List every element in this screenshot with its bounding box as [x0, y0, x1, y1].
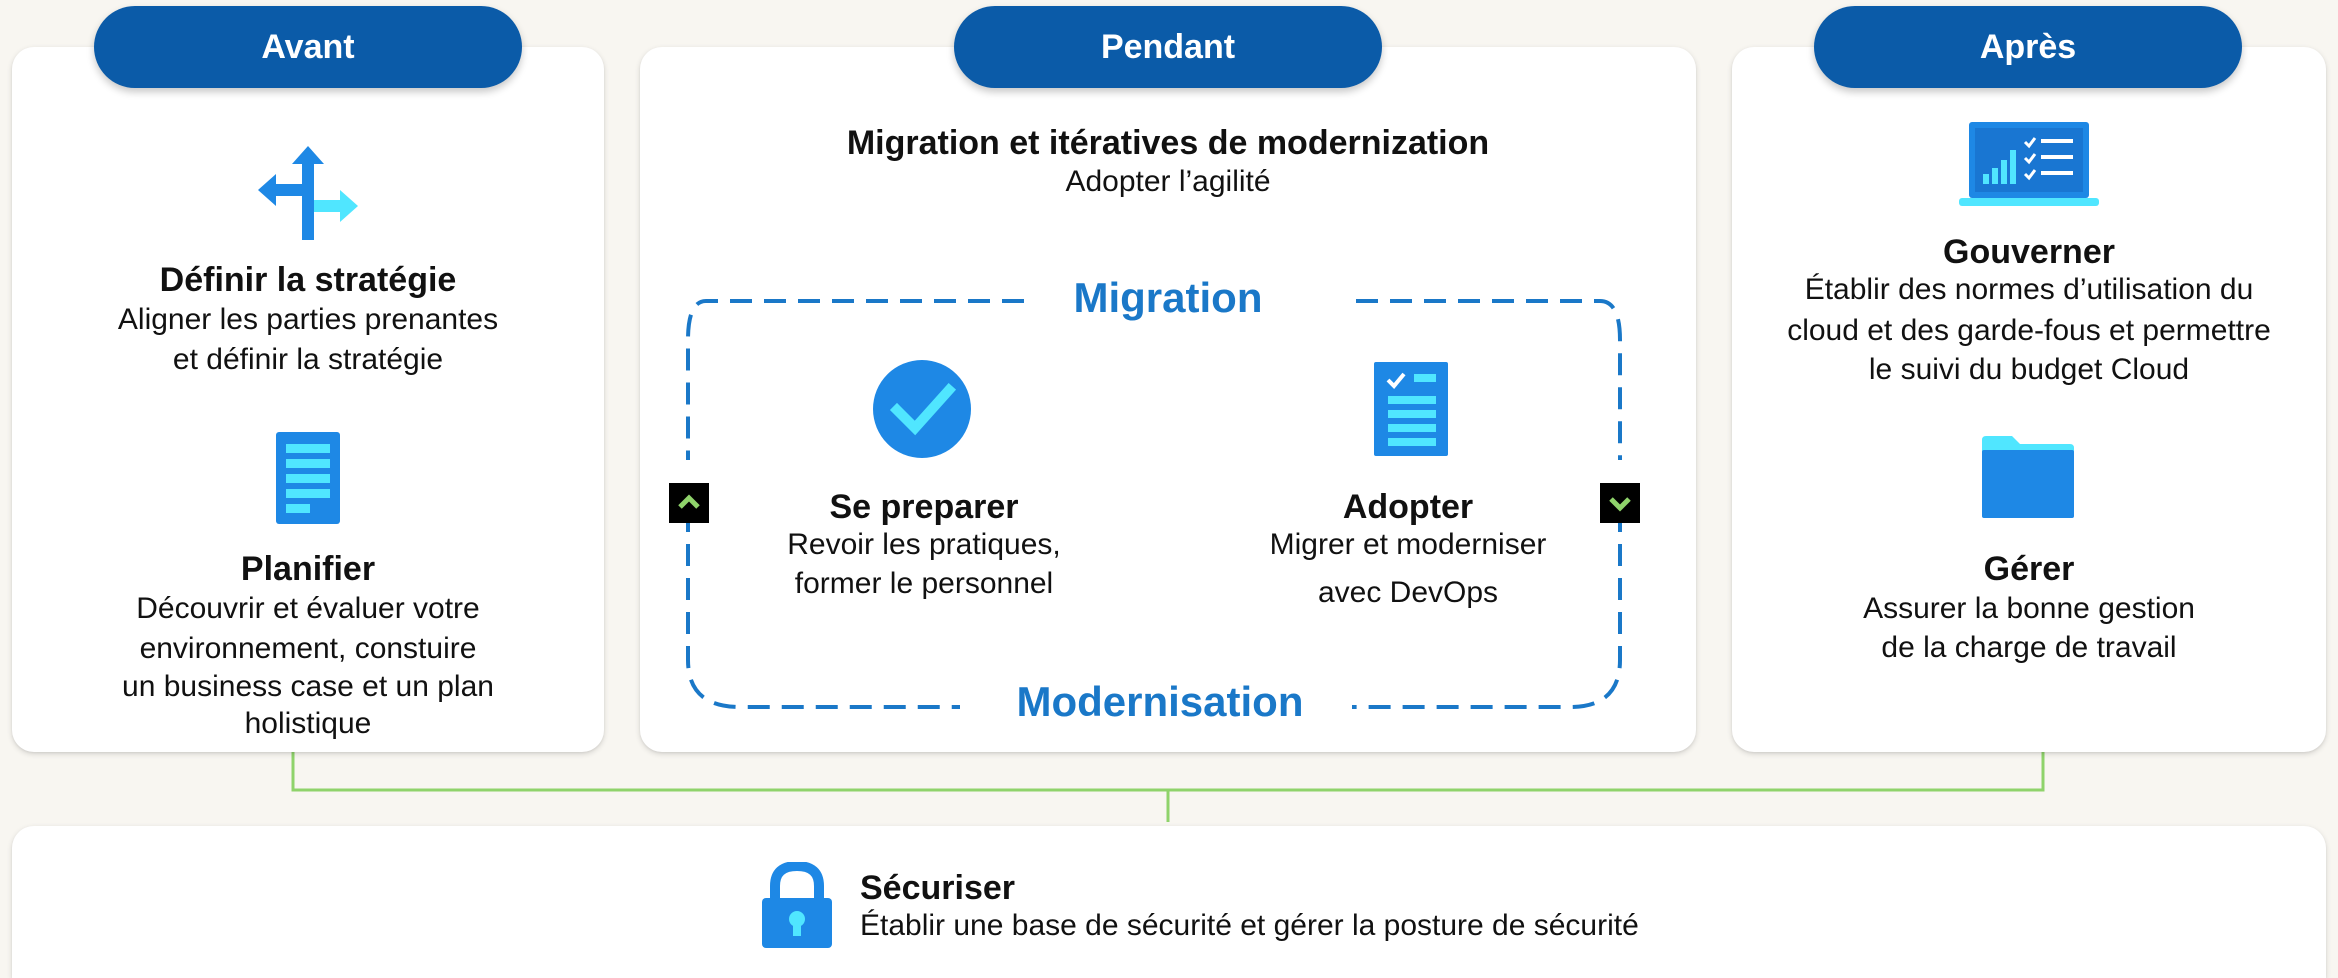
plan-desc-2: environnement, constuire [139, 632, 477, 665]
manage-desc-1: Assurer la bonne gestion [1863, 592, 2195, 625]
phase-avant: Avant [94, 6, 522, 88]
pendant-card [640, 47, 1696, 752]
govern-desc-3: le suivi du budget Cloud [1868, 353, 2190, 386]
plan-title: Planifier [240, 550, 376, 588]
secure-title: Sécuriser [860, 869, 1015, 907]
govern-desc-2: cloud et des garde-fous et permettre [1787, 314, 2271, 347]
folder-icon [1982, 436, 2074, 518]
split-arrows-icon [258, 146, 358, 240]
secure-card [12, 826, 2326, 978]
phase-apres: Après [1814, 6, 2242, 88]
secure-desc: Établir une base de sécurité et gérer la… [860, 909, 1639, 942]
plan-desc-1: Découvrir et évaluer votre [136, 592, 480, 625]
pendant-title: Migration et itératives de modernization [846, 124, 1490, 162]
pendant-subtitle: Adopter l’agilité [1065, 165, 1271, 198]
manage-title: Gérer [1983, 550, 2075, 588]
padlock-icon [762, 862, 832, 948]
adopt-desc-1: Migrer et moderniser [1269, 528, 1547, 561]
document-list-icon [276, 432, 340, 524]
loop-label-migration: Migration [1073, 274, 1263, 321]
adopt-title: Adopter [1342, 488, 1474, 526]
ready-desc-1: Revoir les pratiques, [787, 528, 1061, 561]
strategy-desc-2: et définir la stratégie [172, 343, 444, 376]
ready-desc-2: former le personnel [794, 567, 1054, 600]
plan-desc-4: holistique [244, 707, 372, 740]
checkmark-circle-icon [873, 360, 971, 458]
strategy-desc-1: Aligner les parties prenantes [117, 303, 499, 336]
iteration-loop [686, 299, 1622, 709]
strategy-title: Définir la stratégie [159, 261, 457, 299]
checklist-document-icon [1374, 362, 1448, 456]
ready-title: Se preparer [829, 488, 1019, 526]
plan-desc-3: un business case et un plan [122, 670, 494, 703]
manage-desc-2: de la charge de travail [1881, 631, 2177, 664]
govern-desc-1: Établir des normes d’utilisation du [1804, 273, 2254, 306]
govern-title: Gouverner [1943, 233, 2115, 271]
phase-pendant: Pendant [954, 6, 1382, 88]
chevron-down-icon [1600, 483, 1640, 523]
adopt-desc-2: avec DevOps [1317, 576, 1499, 609]
loop-label-modernisation: Modernisation [1016, 678, 1304, 725]
chevron-up-icon [669, 483, 709, 523]
laptop-dashboard-icon [1959, 122, 2099, 208]
